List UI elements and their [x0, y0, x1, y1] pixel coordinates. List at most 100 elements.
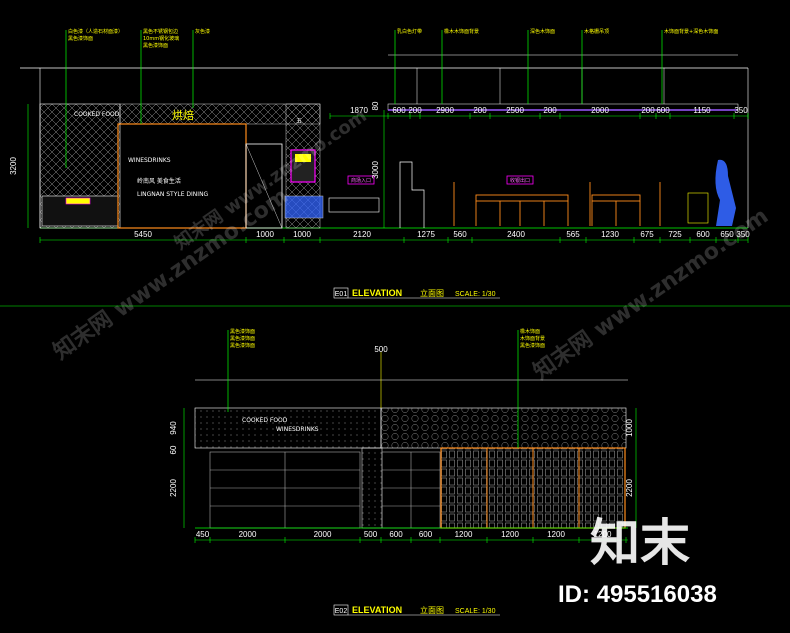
entrance-tag-box: [347, 175, 375, 185]
exit-tag: 收银出口: [510, 177, 530, 184]
annotation-note: 黑色漆饰面: [68, 35, 93, 42]
dimension-label: 350: [734, 106, 748, 115]
top-dimension: 500: [374, 345, 388, 354]
dimension-label: 200: [641, 106, 655, 115]
height-label: 80: [371, 101, 380, 110]
annotation-note: 黑色漆饰面: [143, 42, 168, 49]
dimension-label: 2120: [353, 230, 371, 239]
dimension-label: 1200: [594, 530, 612, 539]
dimension-label: 1275: [417, 230, 435, 239]
dimension-label: 650: [720, 230, 734, 239]
elevation-2: COOKED FOOD WINESDRINKS 450 2000 2000 500 60…: [169, 328, 637, 616]
annotation-note: 灰色漆: [195, 28, 210, 35]
person-silhouette: [715, 159, 736, 226]
dimension-label: 600: [656, 106, 670, 115]
dimension-label: 1870: [350, 106, 368, 115]
annotation-note: 黑色漆饰面: [230, 328, 255, 335]
dimension-label: 2400: [507, 230, 525, 239]
dimension-label: 1000: [293, 230, 311, 239]
poster-banner: [295, 154, 311, 162]
dimension-label: 1200: [501, 530, 519, 539]
dimension-label: 500: [364, 530, 378, 539]
title-code: E02: [335, 608, 348, 615]
entry-gate: [328, 197, 380, 213]
door-swing: [245, 143, 283, 229]
dimension-label: 1200: [547, 530, 565, 539]
english-sign-text: LINGNAN STYLE DINING: [137, 191, 209, 198]
dimension-label: 725: [668, 230, 682, 239]
annotation-leaders: [227, 330, 519, 448]
annotation-note: 橡木饰面: [520, 328, 540, 335]
left-height: 2200: [169, 479, 178, 497]
dimension-label: 450: [196, 530, 210, 539]
dimension-label: 600: [389, 530, 403, 539]
dimension-label: 2000: [591, 106, 609, 115]
height-label: 3200: [9, 157, 18, 175]
watermark-brand: 知末: [590, 514, 690, 572]
cooked-food-text: COOKED FOOD: [242, 417, 288, 424]
elevation-1: COOKED FOOD 烘焙 WINESDRINKS 岭南风 美食生活 LING…: [9, 28, 750, 299]
annotation-note: 白色漆（人造石材面漆）: [68, 28, 123, 35]
chinese-sign-text: 岭南风 美食生活: [137, 177, 181, 185]
left-height: 60: [169, 445, 178, 454]
dimension-label: 2000: [239, 530, 257, 539]
entrance-tag: 商场入口: [351, 177, 371, 184]
dimension-label: 1230: [601, 230, 619, 239]
right-height: 1000: [625, 419, 634, 437]
dimension-label: 600: [392, 106, 406, 115]
annotation-note: 黑色漆饰面: [230, 335, 255, 342]
annotation-note: 黑色不锈钢包边: [143, 28, 178, 35]
right-height: 2200: [625, 479, 634, 497]
annotation-leaders: [65, 30, 663, 168]
elevation-title-cn: 立面图: [420, 288, 444, 298]
elevation-scale: SCALE: 1/30: [455, 291, 496, 298]
dimension-label: 600: [696, 230, 710, 239]
elevation-scale: SCALE: 1/30: [455, 608, 496, 615]
wines-drinks-text: WINESDRINKS: [276, 426, 319, 433]
annotation-note: 乳白色灯带: [397, 28, 422, 35]
annotation-note: 木格栅吊顶: [584, 28, 609, 35]
dark-band-left: [194, 407, 382, 449]
counter-sign: [65, 197, 91, 205]
dimension-label: 5450: [134, 230, 152, 239]
annotation-note: 黑色漆饰面: [520, 342, 545, 349]
bakery-door: [245, 143, 283, 229]
annotation-note: 黑色漆饰面: [230, 342, 255, 349]
elevation-title-cn: 立面图: [420, 605, 444, 615]
fridge-units: [209, 451, 361, 529]
dimension-label: 1000: [256, 230, 274, 239]
dimension-label: 2900: [436, 106, 454, 115]
dimension-label: 1200: [455, 530, 473, 539]
brand-logo-glyph: 五: [296, 118, 302, 125]
title-code-box: [333, 287, 349, 299]
annotation-note: 10mm钢化玻璃: [143, 35, 179, 42]
checkout-stools: [453, 182, 661, 226]
dimension-label: 200: [408, 106, 422, 115]
dimension-label: 560: [453, 230, 467, 239]
title-code: E01: [335, 291, 348, 298]
hex-pattern-band: [380, 407, 627, 449]
annotation-note: 木饰面背景+深色木饰面: [664, 28, 718, 35]
left-height: 940: [169, 421, 178, 435]
wine-shelf-dividers: [486, 448, 580, 528]
dimension-label: 600: [419, 530, 433, 539]
bottom-dimensions: 450 2000 2000 500 600 600 1200 1200 1200 1200: [194, 530, 627, 543]
dimension-label: 2000: [314, 530, 332, 539]
shopping-carts: [284, 195, 324, 219]
height-label: 3000: [371, 161, 380, 179]
side-shelves: [381, 451, 441, 529]
elevation-title: ELEVATION: [352, 288, 402, 298]
exit-tag-box: [506, 175, 534, 185]
cash-desk: [399, 161, 425, 228]
cooked-food-text: COOKED FOOD: [74, 111, 120, 118]
dimension-label: 200: [543, 106, 557, 115]
watermark-id: ID: 495516038: [558, 581, 717, 608]
annotation-note: 木饰面背景: [520, 335, 545, 342]
elevation-title: ELEVATION: [352, 605, 402, 615]
dimension-label: 1150: [693, 106, 711, 115]
dimension-label: 350: [736, 230, 750, 239]
dimension-label: 675: [640, 230, 654, 239]
annotation-note: 深色木饰面: [530, 28, 555, 35]
